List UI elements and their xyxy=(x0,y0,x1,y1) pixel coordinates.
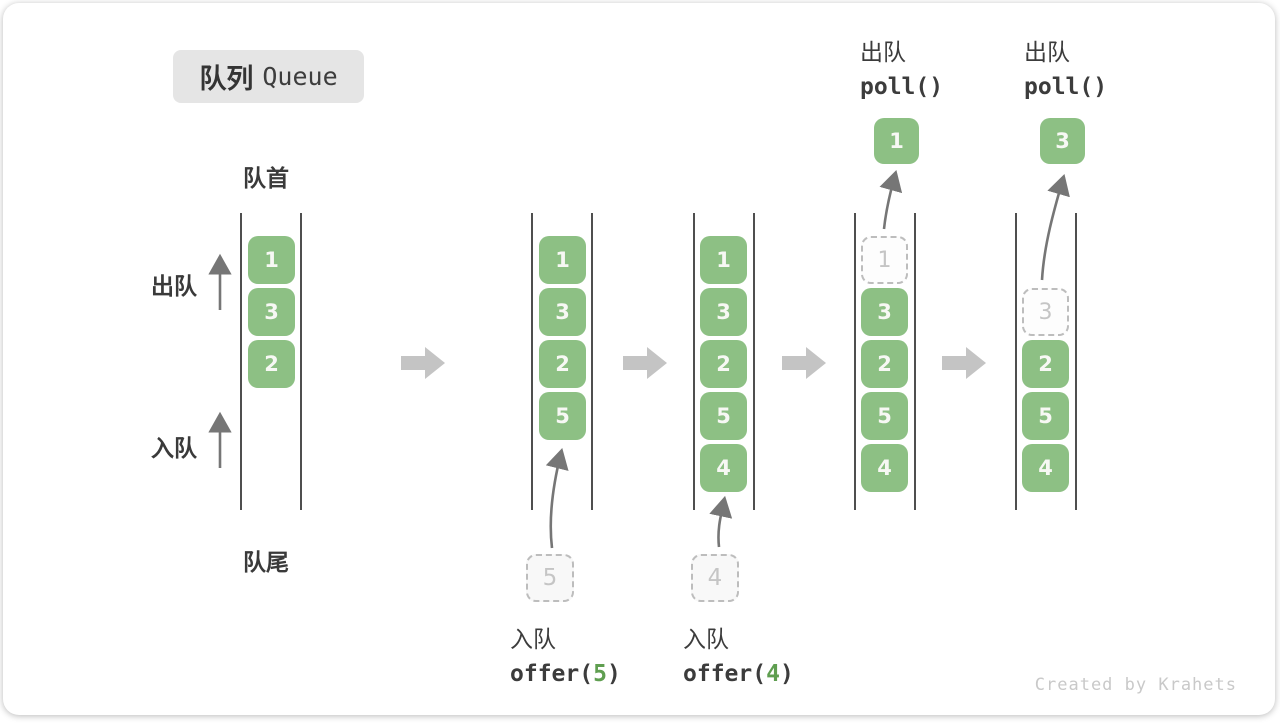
step-arrow-icon xyxy=(782,347,826,379)
queue-channel-5 xyxy=(1015,213,1077,510)
queue-item: 1 xyxy=(539,236,586,284)
queue-item: 2 xyxy=(248,340,295,388)
dequeue-operation-label: 出队 poll() xyxy=(1024,33,1107,100)
dequeue-op-text: 出队 xyxy=(1024,40,1070,66)
enqueue-operation-label: 入队 offer(4) xyxy=(683,620,794,687)
step-arrow-icon xyxy=(623,347,667,379)
queue-channel-1 xyxy=(240,213,302,510)
queue-item: 4 xyxy=(861,444,908,492)
step-arrow-icon xyxy=(401,347,445,379)
queue-channel-3 xyxy=(693,213,755,510)
queue-item: 3 xyxy=(700,288,747,336)
removed-item-ghost: 1 xyxy=(861,236,908,284)
title-en: Queue xyxy=(262,62,338,91)
code-arg: 5 xyxy=(593,661,607,687)
code-suffix: ) xyxy=(606,661,621,687)
arrows-layer xyxy=(208,169,1070,549)
poll-code-text: poll() xyxy=(860,74,944,100)
dequeue-label: 出队 xyxy=(151,274,197,300)
queue-item: 1 xyxy=(700,236,747,284)
code-prefix: offer( xyxy=(510,661,594,687)
dequeued-item: 3 xyxy=(1040,118,1085,164)
enqueue-label: 入队 xyxy=(151,436,197,462)
queue-front-label: 队首 xyxy=(243,166,289,192)
queue-item: 1 xyxy=(248,236,295,284)
queue-rear-label: 队尾 xyxy=(243,550,289,576)
code-suffix: ) xyxy=(779,661,794,687)
enqueue-op-text: 入队 xyxy=(510,627,556,653)
incoming-item-ghost: 4 xyxy=(691,554,739,602)
poll-code-text: poll() xyxy=(1024,74,1108,100)
watermark: Created by Krahets xyxy=(1034,675,1237,695)
queue-item: 5 xyxy=(1022,392,1069,440)
queue-item: 2 xyxy=(539,340,586,388)
queue-channel-2 xyxy=(531,213,593,510)
queue-channel-4 xyxy=(854,213,916,510)
queue-item: 5 xyxy=(861,392,908,440)
queue-item: 3 xyxy=(861,288,908,336)
queue-item: 3 xyxy=(539,288,586,336)
queue-item: 5 xyxy=(700,392,747,440)
queue-item: 2 xyxy=(861,340,908,388)
queue-item: 2 xyxy=(700,340,747,388)
title-badge: 队列 Queue xyxy=(173,50,364,103)
diagram-card: 队列 Queue 队首 队尾 出队 入队 1 3 2 1 3 2 5 5 xyxy=(3,3,1275,715)
dequeue-op-text: 出队 xyxy=(860,40,906,66)
step-arrow-icon xyxy=(942,347,986,379)
offer-code-text: offer(4) xyxy=(683,661,794,687)
queue-item: 4 xyxy=(700,444,747,492)
enqueue-op-text: 入队 xyxy=(683,627,729,653)
dequeued-item: 1 xyxy=(874,118,919,164)
offer-code-text: offer(5) xyxy=(510,661,621,687)
code-arg: 4 xyxy=(766,661,780,687)
queue-item: 5 xyxy=(539,392,586,440)
incoming-item-ghost: 5 xyxy=(526,554,574,602)
code-prefix: offer( xyxy=(683,661,767,687)
dequeue-operation-label: 出队 poll() xyxy=(860,33,943,100)
queue-item: 2 xyxy=(1022,340,1069,388)
enqueue-operation-label: 入队 offer(5) xyxy=(510,620,621,687)
queue-item: 4 xyxy=(1022,444,1069,492)
queue-item: 3 xyxy=(248,288,295,336)
removed-item-ghost: 3 xyxy=(1022,288,1069,336)
title-zh: 队列 xyxy=(199,64,254,95)
